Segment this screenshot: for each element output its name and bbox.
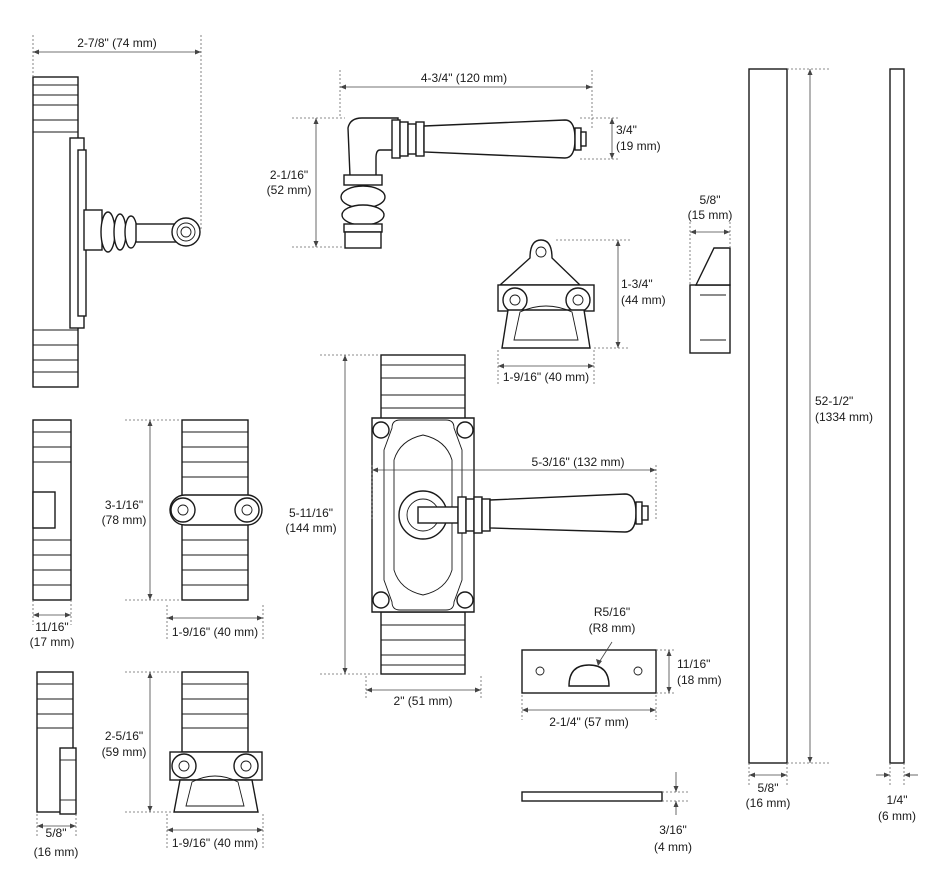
keeper-side-width-in: 5/8" (700, 193, 721, 207)
keeper-height-in: 1-3/4" (621, 277, 653, 291)
plate-lever-length-label: 5-3/16" (132 mm) (532, 455, 625, 469)
end-guide-side-mm: (16 mm) (34, 845, 79, 859)
strike-radius-mm: (R8 mm) (589, 621, 636, 635)
strike-plate-view: R5/16" (R8 mm) 11/16" (18 mm) 2-1/4" (57… (521, 605, 722, 729)
lever-handle-view: 4-3/4" (120 mm) 2-1/16" (52 mm) 3/4" (19… (267, 70, 661, 249)
plate-height-mm: (144 mm) (285, 521, 336, 535)
rod-length-mm: (1334 mm) (815, 410, 873, 424)
rosette-width-label: 2-7/8" (74 mm) (77, 36, 157, 50)
rod-width-mm: (16 mm) (746, 796, 791, 810)
lever-height-in: 2-1/16" (270, 168, 308, 182)
keeper-width-label: 1-9/16" (40 mm) (503, 370, 589, 384)
lever-grip-mm: (19 mm) (616, 139, 661, 153)
guide-side-view: 11/16" (17 mm) (30, 419, 75, 649)
plate-height-in: 5-11/16" (289, 506, 333, 520)
plate-width-label: 2" (51 mm) (394, 694, 453, 708)
rod-length-in: 52-1/2" (815, 394, 853, 408)
guide-side-width-mm: (17 mm) (30, 635, 75, 649)
backplate-view: 5-11/16" (144 mm) 5-3/16" (132 mm) 2" (5… (285, 354, 657, 708)
lever-height-mm: (52 mm) (267, 183, 312, 197)
keeper-height-mm: (44 mm) (621, 293, 666, 307)
rod-thickness-mm: (6 mm) (878, 809, 916, 823)
guide-width-label: 1-9/16" (40 mm) (172, 625, 258, 639)
guide-side-width-in: 11/16" (35, 620, 68, 634)
strike-height-in: 11/16" (677, 657, 710, 671)
strike-side-view: 3/16" (4 mm) (521, 772, 692, 854)
strike-height-mm: (18 mm) (677, 673, 722, 687)
strike-thickness-in: 3/16" (659, 823, 687, 837)
lever-grip-in: 3/4" (616, 123, 637, 137)
rod-side-view: 1/4" (6 mm) (876, 68, 918, 823)
keeper-view: 1-3/4" (44 mm) 1-9/16" (40 mm) (497, 239, 666, 385)
end-guide-side-view: 5/8" (16 mm) (34, 671, 79, 859)
guide-height-in: 3-1/16" (105, 498, 143, 512)
end-guide-front-view: 2-5/16" (59 mm) 1-9/16" (40 mm) (102, 671, 264, 850)
lever-length-label: 4-3/4" (120 mm) (421, 71, 507, 85)
strike-width-label: 2-1/4" (57 mm) (549, 715, 629, 729)
rod-thickness-in: 1/4" (887, 793, 908, 807)
assembly-side-view: 2-7/8" (74 mm) (32, 35, 202, 388)
guide-height-mm: (78 mm) (102, 513, 147, 527)
rod-width-in: 5/8" (758, 781, 779, 795)
end-guide-height-in: 2-5/16" (105, 729, 143, 743)
rod-front-view: 52-1/2" (1334 mm) 5/8" (16 mm) (746, 68, 873, 810)
guide-front-view: 3-1/16" (78 mm) 1-9/16" (40 mm) (102, 419, 264, 640)
keeper-side-width-mm: (15 mm) (688, 208, 733, 222)
keeper-side-view: 5/8" (15 mm) (688, 193, 733, 354)
strike-thickness-mm: (4 mm) (654, 840, 692, 854)
strike-radius-in: R5/16" (594, 605, 630, 619)
end-guide-width-label: 1-9/16" (40 mm) (172, 836, 258, 850)
end-guide-side-in: 5/8" (46, 826, 67, 840)
end-guide-height-mm: (59 mm) (102, 745, 147, 759)
